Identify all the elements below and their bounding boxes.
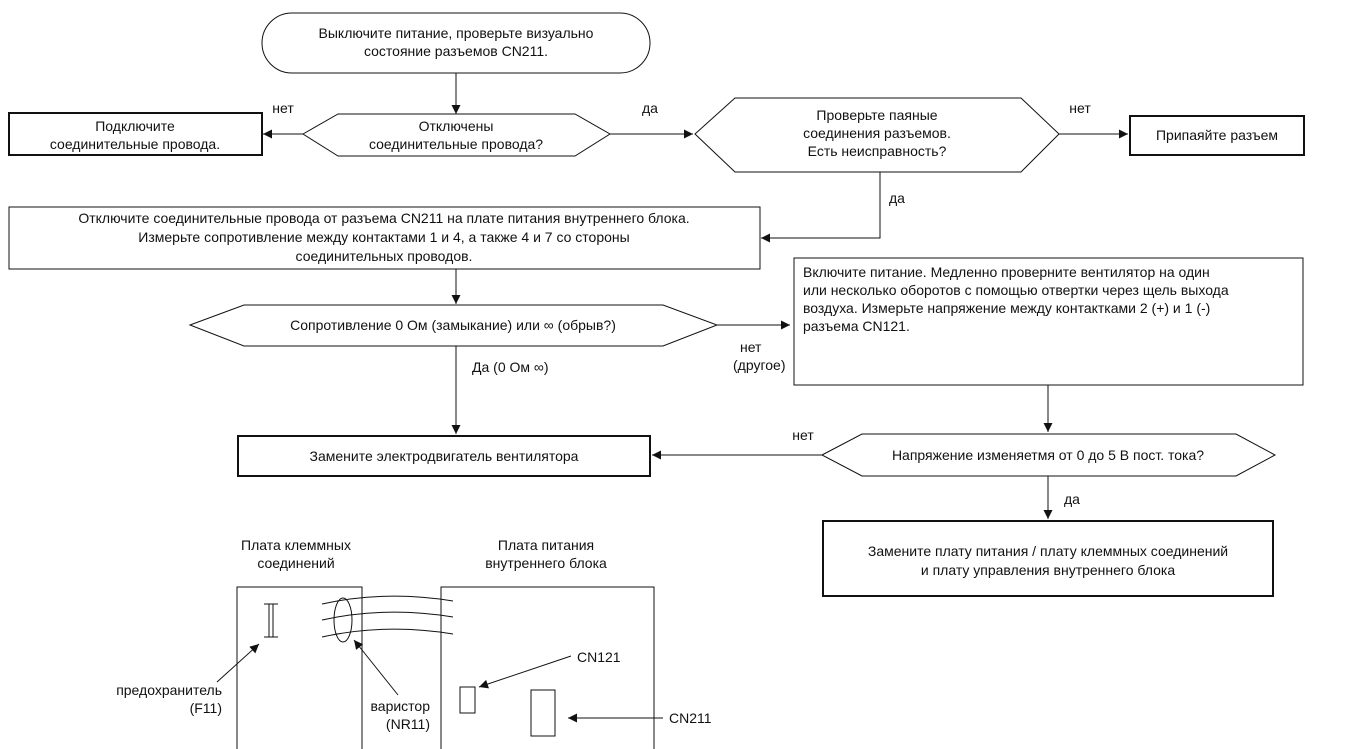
varistor-leader (353, 639, 399, 696)
decision-voltage-label: Напряжение изменяетмя от 0 до 5 В пост. … (892, 447, 1204, 463)
action-voltage-line-2: или несколько оборотов с помощью отвертк… (803, 282, 1229, 298)
action-measure-resistance: Отключите соединительные провода от разъ… (8, 206, 761, 270)
action-check-voltage: Включите питание. Медленно проверните ве… (793, 257, 1304, 386)
action-replace-boards: Замените плату питания / плату клеммных … (822, 520, 1274, 597)
action-measure-line-2: Измерьте сопротивление между контактами … (138, 229, 629, 245)
connectors (263, 73, 1128, 519)
power-board-title-1: Плата питания (498, 537, 594, 553)
action-replace-motor-label: Замените электродвигатель вентилятора (310, 448, 579, 464)
power-board-title-2: внутреннего блока (485, 555, 607, 571)
action-replace-motor: Замените электродвигатель вентилятора (237, 435, 651, 477)
start-line-1: Выключите питание, проверьте визуально (319, 25, 594, 41)
action-connect-line-1: Подключите (95, 118, 175, 134)
start-line-2: состояние разъемов CN211. (364, 43, 548, 59)
label-yes-ohm: Да (0 Ом ∞) (472, 359, 549, 375)
label-no-other-2: (другое) (733, 357, 786, 373)
varistor-icon (333, 597, 353, 643)
action-connect-line-2: соединительные провода. (50, 136, 220, 152)
decision-solder-line-1: Проверьте паяные (816, 107, 937, 123)
action-solder-label: Припаяйте разъем (1156, 127, 1278, 143)
cn121-connector (459, 686, 476, 714)
decision-solder-joints: Проверьте паяные соединения разъемов. Ес… (694, 97, 1060, 173)
action-replace-boards-line-2: и плату управления внутреннего блока (921, 562, 1175, 578)
label-yes-voltage: да (1064, 491, 1080, 507)
label-no-solder: нет (1069, 100, 1091, 116)
cn121-leader (478, 655, 572, 689)
fuse-icon (264, 603, 278, 638)
action-voltage-line-3: воздуха. Измерьте напряжение между конта… (803, 300, 1210, 316)
terminal-board-title-2: соединений (257, 555, 334, 571)
fuse-label-2: (F11) (190, 700, 222, 716)
varistor-label-1: варистор (371, 698, 431, 714)
action-replace-boards-line-1: Замените плату питания / плату клеммных … (868, 543, 1228, 559)
decision-solder-line-2: соединения разъемов. (803, 125, 951, 141)
action-connect-wires: Подключите соединительные провода. (8, 112, 263, 156)
decision-resistance-label: Сопротивление 0 Ом (замыкание) или ∞ (об… (290, 317, 616, 333)
action-solder-connector: Припаяйте разъем (1129, 115, 1305, 156)
action-voltage-line-1: Включите питание. Медленно проверните ве… (803, 264, 1210, 280)
power-board-outline (440, 586, 655, 749)
wire-bundle (321, 595, 454, 638)
cn121-label: CN121 (577, 649, 621, 665)
varistor-label-2: (NR11) (386, 716, 430, 732)
fuse-leader (216, 643, 260, 683)
branch-labels: нет да нет да нет (другое) Да (0 Ом ∞) н… (272, 100, 1091, 507)
decision-wires-line-1: Отключены (419, 118, 494, 134)
decision-resistance: Сопротивление 0 Ом (замыкание) или ∞ (об… (188, 304, 719, 347)
label-yes-wires: да (642, 100, 658, 116)
label-yes-solder: да (889, 190, 905, 206)
decision-voltage-range: Напряжение изменяетмя от 0 до 5 В пост. … (820, 433, 1277, 477)
label-no-wires: нет (272, 100, 294, 116)
board-illustration: Плата клеммных соединений Плата питания … (116, 537, 712, 749)
label-no-other-1: нет (740, 339, 762, 355)
cn211-label: CN211 (669, 710, 712, 726)
terminal-board-outline (236, 586, 363, 749)
action-voltage-line-4: разъема CN121. (803, 318, 910, 334)
terminal-board-title-1: Плата клеммных (241, 537, 351, 553)
action-measure-line-1: Отключите соединительные провода от разъ… (78, 210, 689, 226)
action-measure-line-3: соединительных проводов. (296, 248, 473, 264)
arrow-solder-yes (761, 172, 881, 243)
decision-wires-line-2: соединительные провода? (369, 136, 543, 152)
fuse-label-1: предохранитель (116, 682, 222, 698)
decision-wires-disconnected: Отключены соединительные провода? (302, 113, 611, 157)
start-terminal: Выключите питание, проверьте визуально с… (261, 12, 651, 74)
label-no-voltage: нет (792, 427, 814, 443)
decision-solder-line-3: Есть неисправность? (808, 143, 947, 159)
cn211-connector (530, 689, 556, 737)
